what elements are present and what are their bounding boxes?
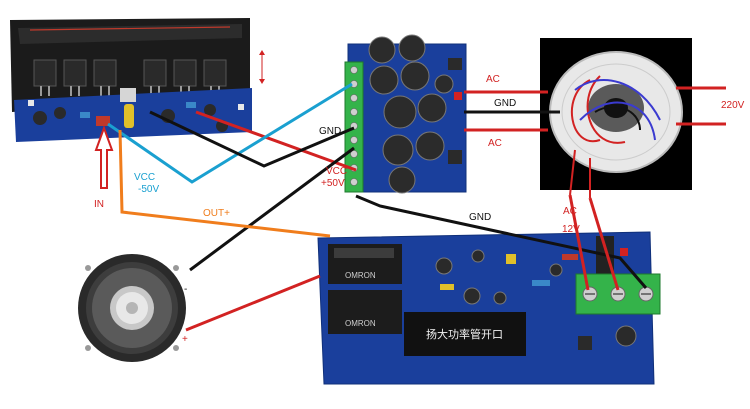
label-220v: 220V bbox=[721, 100, 745, 111]
amplifier-board bbox=[10, 18, 265, 142]
wire-ac12v-2 bbox=[588, 197, 620, 291]
protect-terminal-block bbox=[575, 273, 661, 315]
wire-gnd-speaker bbox=[189, 146, 355, 272]
label-out-plus: OUT+ bbox=[203, 208, 230, 219]
input-arrow bbox=[94, 125, 114, 189]
filter-capacitors bbox=[368, 34, 454, 194]
label-speaker-plus: + bbox=[182, 334, 188, 345]
label-ac-top: AC bbox=[486, 74, 500, 85]
speaker bbox=[78, 254, 186, 362]
label-speaker-minus: - bbox=[184, 284, 187, 295]
label-ac12v-1: AC bbox=[563, 206, 577, 217]
wire-gnd-amp bbox=[149, 110, 355, 168]
labels: AC GND AC 220V GND VCC +50V VCC -50V IN … bbox=[94, 74, 745, 345]
wire-gnd-protect bbox=[355, 194, 648, 289]
wire-out-plus bbox=[118, 129, 331, 238]
psu-terminal-strip bbox=[344, 61, 364, 193]
label-gnd-bottom: GND bbox=[469, 212, 491, 223]
wire-ac12v-1 bbox=[568, 194, 590, 291]
relay-brand-text: OMRON bbox=[345, 271, 376, 280]
label-gnd-mid: GND bbox=[319, 126, 341, 137]
power-supply-board bbox=[344, 34, 467, 194]
label-vcc-positive-2: +50V bbox=[321, 178, 345, 189]
speaker-protection-board: OMRON OMRON 扬大功率管开口 bbox=[317, 231, 661, 385]
label-vcc-positive-1: VCC bbox=[326, 166, 347, 177]
label-vcc-negative-2: -50V bbox=[138, 184, 159, 195]
protect-module-sticker: 扬大功率管开口 bbox=[426, 327, 503, 341]
wire-vcc-positive bbox=[195, 110, 357, 172]
relay-brand-text-2: OMRON bbox=[345, 319, 376, 328]
protect-module bbox=[404, 312, 526, 356]
power-transistors bbox=[33, 59, 227, 87]
wires bbox=[107, 82, 726, 332]
relay-2 bbox=[328, 290, 402, 334]
amplifier-components bbox=[28, 88, 244, 132]
label-vcc-negative-1: VCC bbox=[134, 172, 155, 183]
label-ac-bottom: AC bbox=[488, 138, 502, 149]
label-gnd-top: GND bbox=[494, 98, 516, 109]
wire-speaker-plus bbox=[185, 274, 321, 332]
label-in: IN bbox=[94, 199, 104, 210]
label-ac12v-2: 12V bbox=[562, 224, 580, 235]
wire-vcc-negative bbox=[107, 82, 353, 184]
toroidal-transformer bbox=[540, 38, 692, 198]
